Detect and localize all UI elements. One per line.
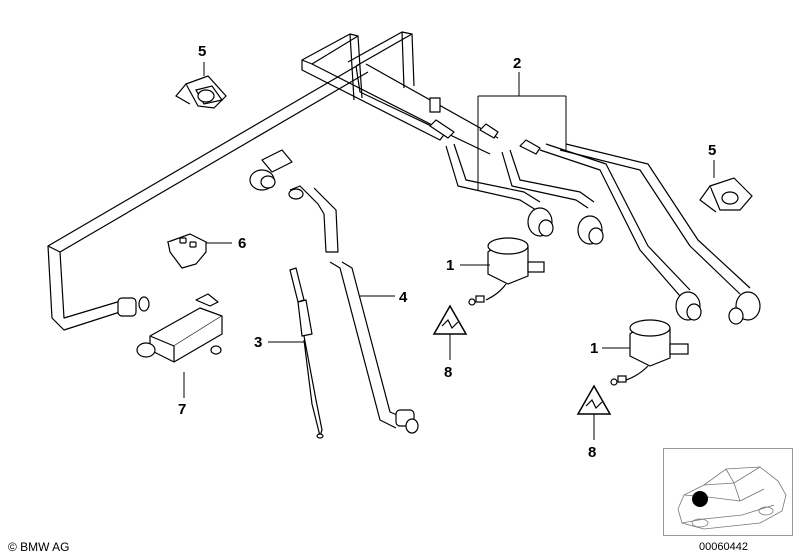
callout-labels: 5 5 2 6 4 3 7 1 1 8 8 xyxy=(178,43,716,461)
callout-6: 6 xyxy=(238,235,246,252)
callout-1-upper: 1 xyxy=(446,257,454,274)
location-marker-icon xyxy=(692,491,708,507)
hose-left-long xyxy=(47,63,369,331)
hose-4 xyxy=(249,149,419,434)
part-3-sensor xyxy=(289,267,324,439)
car-locator-thumbnail xyxy=(663,448,793,536)
image-id-text: 00060442 xyxy=(699,541,748,553)
part-6-fastener xyxy=(166,233,208,269)
hose-branches-right xyxy=(445,143,761,325)
callout-8-upper: 8 xyxy=(444,364,452,381)
callout-5-top: 5 xyxy=(198,43,206,60)
part-7-bracket xyxy=(136,293,223,363)
callout-4: 4 xyxy=(399,289,408,306)
copyright-text: © BMW AG xyxy=(8,540,70,554)
callout-8-lower: 8 xyxy=(588,444,596,461)
hose-upper-manifold xyxy=(301,31,541,155)
callout-7: 7 xyxy=(178,401,186,418)
callout-1-lower: 1 xyxy=(590,340,598,357)
leader-lines xyxy=(183,62,715,440)
part-5-clip-top xyxy=(175,75,227,109)
car-outline-icon xyxy=(677,466,787,530)
callout-2: 2 xyxy=(513,55,521,72)
callout-5-right: 5 xyxy=(708,142,716,159)
callout-3: 3 xyxy=(254,334,262,351)
part-1-pump-lower xyxy=(610,319,689,386)
part-8-label-lower xyxy=(576,384,612,415)
part-8-label-upper xyxy=(432,304,468,335)
part-5-clip-right xyxy=(699,177,753,213)
part-1-pump-upper xyxy=(468,237,545,306)
